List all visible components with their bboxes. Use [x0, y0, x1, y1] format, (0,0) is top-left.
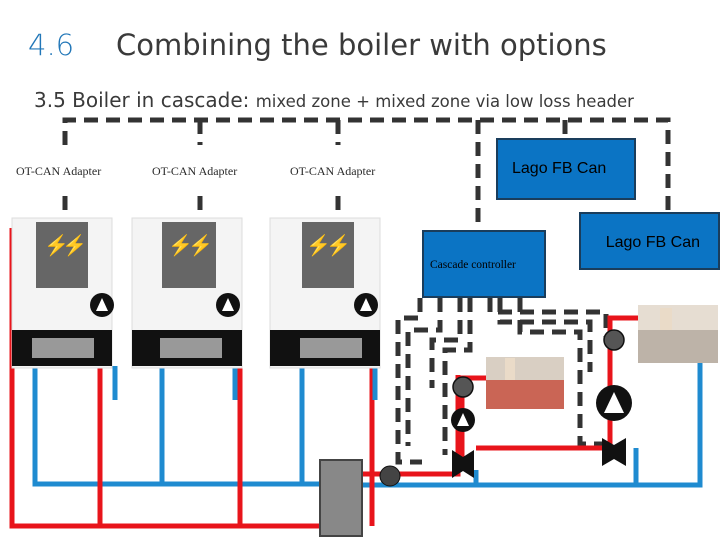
page-title: Combining the boiler with options: [116, 28, 607, 62]
lago-fb-can-label-2: Lago FB Can: [605, 234, 700, 251]
can-bus-lines: [62, 117, 671, 465]
return-pipe-main: [32, 366, 320, 487]
bus-casc-a: [395, 298, 423, 465]
lago-fb-can-label-1: Lago FB Can: [512, 160, 607, 177]
sensor-icon: [452, 376, 474, 398]
lightning-icon: ⚡: [326, 233, 351, 257]
subtitle-main: 3.5 Boiler in cascade:: [34, 88, 256, 112]
lightning-icon: ⚡: [306, 233, 331, 257]
bus-casc-f: [497, 298, 593, 372]
boiler-2-panel: [162, 222, 216, 288]
sensor-icon: [379, 465, 401, 487]
section-number: 4.6: [28, 28, 75, 62]
subtitle-rest: mixed zone + mixed zone via low loss hea…: [255, 92, 634, 111]
zone-1-components: [379, 376, 475, 487]
low-loss-header: [319, 459, 363, 537]
boiler-1: ⚡ ⚡: [11, 217, 114, 369]
bus-top: [62, 117, 671, 258]
bus-casc-b: [405, 298, 443, 446]
lago-fb-can-box-1: Lago FB Can: [496, 138, 636, 200]
lightning-icon: ⚡: [44, 233, 69, 257]
boiler-1-panel: [36, 222, 88, 288]
ot-can-adapter-3: OT-CAN Adapter: [290, 164, 376, 178]
ot-can-adapter-2: OT-CAN Adapter: [152, 164, 238, 178]
cascade-controller-label: Cascade controller: [430, 259, 516, 271]
lightning-icon: ⚡: [188, 233, 213, 257]
bus-casc-c: [429, 298, 463, 388]
cascade-controller-box: Cascade controller: [422, 230, 546, 298]
boiler-3-panel: [302, 222, 354, 288]
bus-casc-e: [487, 298, 609, 340]
bus-casc-d: [442, 298, 473, 455]
sensor-icon: [603, 329, 625, 351]
lago-fb-can-box-2: Lago FB Can: [579, 212, 720, 270]
bus-casc-g: [517, 298, 606, 447]
return-pipe-zones: [424, 326, 703, 488]
lightning-icon: ⚡: [62, 233, 87, 257]
subtitle: 3.5 Boiler in cascade: mixed zone + mixe…: [34, 88, 634, 112]
zone-1-floor-image: [486, 357, 564, 409]
lightning-icon: ⚡: [168, 233, 193, 257]
zone-2-components: [596, 329, 632, 466]
boiler-2: ⚡ ⚡: [131, 217, 243, 369]
ot-can-adapter-1: OT-CAN Adapter: [16, 164, 102, 178]
zone-2-floor-image: [638, 305, 718, 363]
boiler-3: ⚡ ⚡: [269, 217, 381, 369]
